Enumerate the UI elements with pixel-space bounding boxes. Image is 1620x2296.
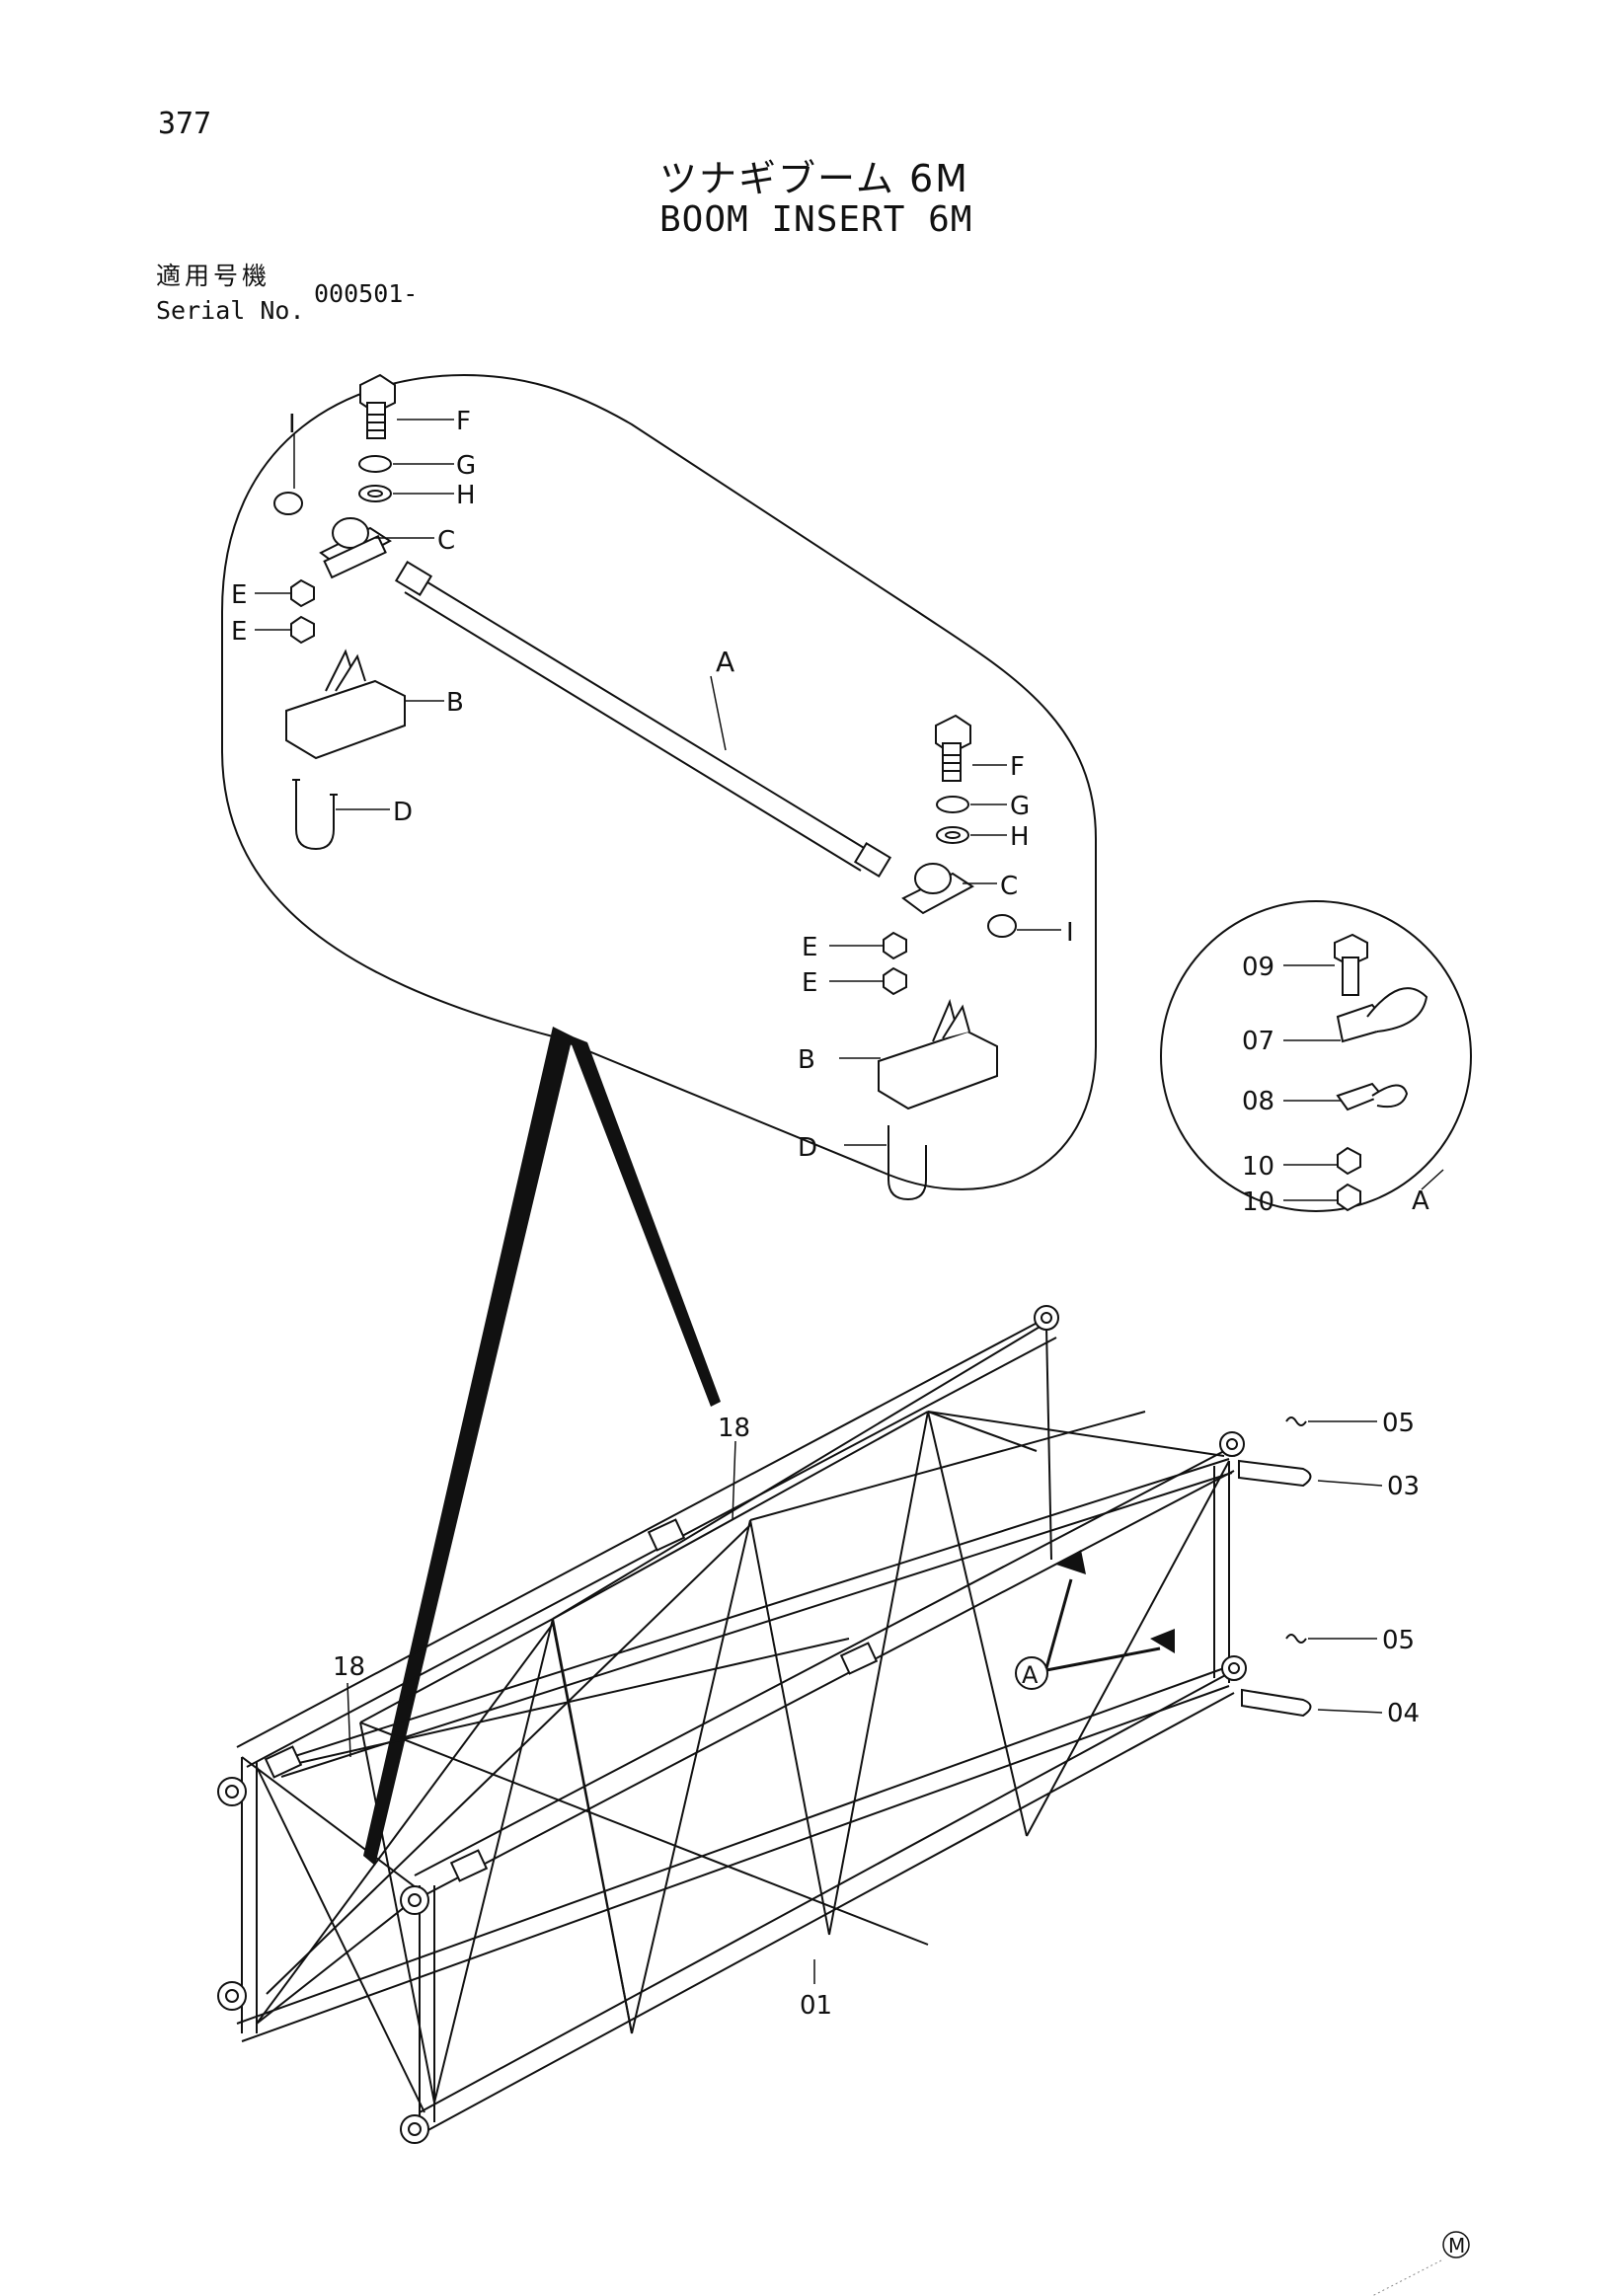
serial-label-japanese: 適用号機 bbox=[156, 262, 271, 290]
part-07-label: 07 bbox=[1242, 1027, 1274, 1056]
callout-b-lower: B bbox=[798, 1045, 815, 1075]
part-05-label-2: 05 bbox=[1382, 1626, 1415, 1655]
part-18-label-1: 18 bbox=[718, 1414, 750, 1443]
callout-c-lower: C bbox=[1000, 872, 1018, 901]
callout-h-upper: H bbox=[456, 481, 476, 510]
lower-right-assembly bbox=[878, 714, 1017, 1201]
shaft-a bbox=[394, 560, 892, 879]
part-18-label-2: 18 bbox=[333, 1652, 365, 1682]
part-09-label: 09 bbox=[1242, 953, 1274, 982]
boom-lugs bbox=[217, 1305, 1247, 2144]
part-08-label: 08 bbox=[1242, 1087, 1274, 1116]
m-mark: M bbox=[1448, 2234, 1465, 2258]
pins bbox=[1238, 1416, 1312, 1718]
detail-bubble-outline bbox=[221, 373, 1097, 1190]
callout-e-lower-2: E bbox=[802, 968, 817, 998]
pin-leaders bbox=[1308, 1420, 1383, 1714]
part-10-label-2: 10 bbox=[1242, 1187, 1274, 1217]
part-04-label: 04 bbox=[1387, 1699, 1420, 1728]
callout-a-detail: A bbox=[1412, 1186, 1429, 1216]
title-english: BOOM INSERT 6M bbox=[659, 199, 973, 240]
callout-i-lower: I bbox=[1066, 918, 1074, 948]
part-10-label-1: 10 bbox=[1242, 1152, 1274, 1182]
part-03-label: 03 bbox=[1387, 1472, 1420, 1501]
callout-d-upper: D bbox=[393, 798, 413, 827]
boom-frame bbox=[236, 1317, 1235, 2133]
callout-a-shaft: A bbox=[716, 646, 734, 678]
m-mark-circle bbox=[1442, 2231, 1470, 2258]
part-05-label-1: 05 bbox=[1382, 1409, 1415, 1438]
callout-e-upper-1: E bbox=[231, 580, 247, 610]
page-number: 377 bbox=[158, 107, 212, 141]
serial-value: 000501- bbox=[314, 279, 419, 308]
detail-leader-wedge bbox=[363, 1027, 573, 1866]
callout-e-upper-2: E bbox=[231, 617, 247, 647]
upper-left-leaders bbox=[255, 419, 454, 810]
callout-e-lower-1: E bbox=[802, 933, 817, 962]
callout-d-lower: D bbox=[798, 1133, 817, 1163]
detail-circle-a bbox=[1160, 900, 1472, 1212]
callout-h-lower: H bbox=[1010, 822, 1030, 852]
detail-a-leaders bbox=[1283, 964, 1444, 1201]
shaft-clamps bbox=[264, 1518, 879, 1882]
callout-i-upper: I bbox=[288, 410, 296, 439]
detail-leader-wedge-2 bbox=[568, 1034, 721, 1407]
callout-c-upper: C bbox=[437, 526, 455, 556]
serial-label: Serial No. bbox=[156, 296, 305, 325]
callout-g-upper: G bbox=[456, 451, 476, 481]
callout-a-frame: A bbox=[1022, 1661, 1039, 1689]
part-18-leaders bbox=[347, 1440, 815, 1984]
title-japanese: ツナギブーム 6M bbox=[659, 157, 969, 200]
lower-right-leaders bbox=[829, 764, 1061, 1146]
frame-callout-a bbox=[1015, 1550, 1175, 1690]
callout-b-upper: B bbox=[446, 688, 464, 718]
callout-f-upper: F bbox=[456, 407, 471, 436]
callout-g-lower: G bbox=[1010, 792, 1030, 821]
detail-a-parts bbox=[1334, 933, 1428, 1212]
part-01-label: 01 bbox=[800, 1991, 832, 2021]
callout-f-lower: F bbox=[1010, 752, 1025, 782]
upper-left-assembly bbox=[273, 373, 406, 851]
